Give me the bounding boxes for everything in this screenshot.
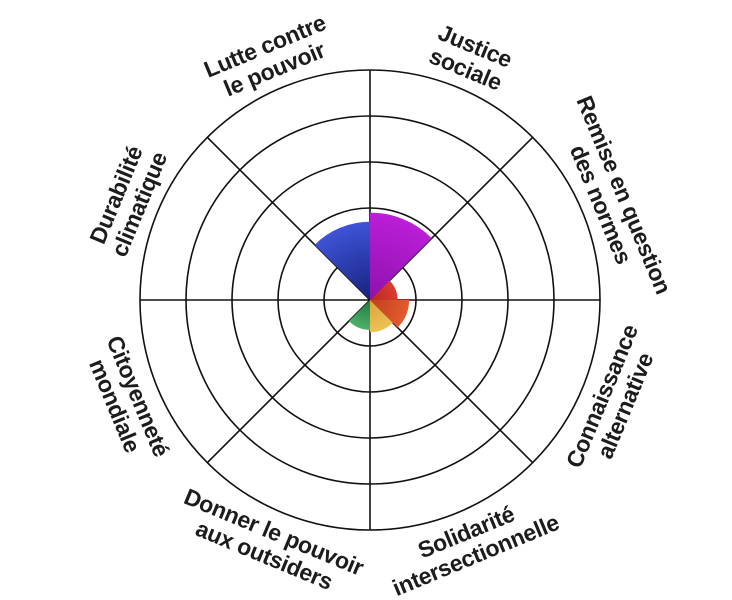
sector-label-donner-le-pouvoir-aux-outsiders: Donner le pouvoiraux outsiders (171, 483, 368, 600)
sector-label-remise-en-question-des-normes: Remise en questiondes normes (548, 92, 676, 307)
sector-label-citoyennete-mondiale: Citoyennetémondiale (78, 332, 174, 470)
wedge-remise-en-question-des-normes (370, 280, 398, 300)
wedge-connaissance-alternative (370, 300, 410, 328)
sector-label-solidarite-intersectionnelle: Solidaritéintersectionnelle (379, 486, 563, 600)
wedge-donner-le-pouvoir-aux-outsiders (348, 300, 370, 330)
sector-label-lutte-contre-le-pouvoir: Lutte contrele pouvoir (200, 9, 339, 106)
wedge-justice-sociale (370, 212, 432, 300)
wedge-lutte-contre-le-pouvoir (314, 221, 370, 300)
wedge-solidarite-intersectionnelle (370, 300, 393, 333)
sector-label-durabilite-climatique: Durabilitéclimatique (83, 139, 173, 261)
sector-label-justice-sociale: Justicesociale (425, 19, 516, 96)
